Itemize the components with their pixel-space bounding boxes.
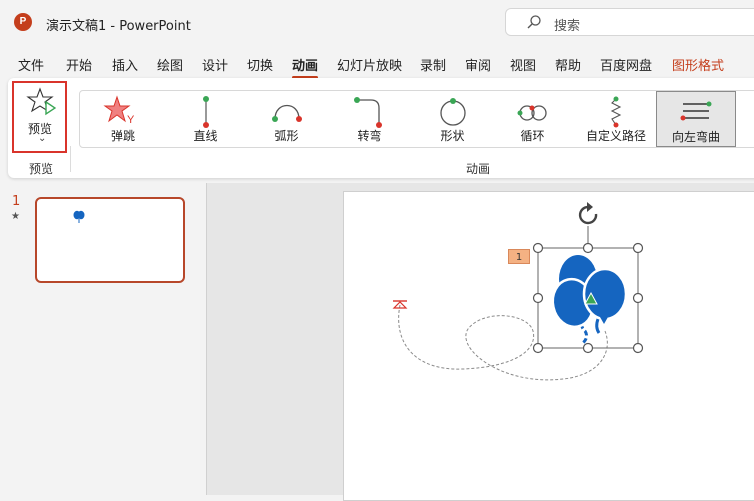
search-box[interactable]: 搜索 [505, 8, 754, 36]
resize-handle-top-left[interactable] [532, 242, 544, 254]
loop-path-icon [517, 105, 547, 121]
slide-number: 1 [12, 194, 21, 209]
search-placeholder: 搜索 [554, 19, 581, 34]
path-end-marker-icon [584, 291, 598, 305]
tab-review[interactable]: 审阅 [465, 59, 492, 74]
search-icon [527, 15, 541, 29]
path-label-loop: 循环 [520, 129, 545, 143]
arc-path-icon [271, 104, 302, 122]
path-shape[interactable]: 形状 [425, 91, 480, 147]
tab-view[interactable]: 视图 [510, 59, 537, 74]
path-loop[interactable]: 循环 [505, 91, 560, 147]
thumbnail-balloon-icon [73, 210, 85, 223]
tab-baidu-netdisk[interactable]: 百度网盘 [600, 59, 653, 74]
resize-handle-bottom[interactable] [582, 342, 594, 354]
resize-handle-bottom-left[interactable] [532, 342, 544, 354]
slide-thumbnail[interactable] [35, 197, 185, 283]
shape-path-icon [439, 98, 466, 126]
path-label-arc: 弧形 [274, 129, 299, 143]
slide-canvas[interactable] [343, 191, 754, 501]
resize-handle-top[interactable] [582, 242, 594, 254]
tab-file[interactable]: 文件 [18, 59, 45, 74]
path-label-curve-left: 向左弯曲 [671, 130, 720, 144]
path-label-custom: 自定义路径 [585, 129, 646, 143]
turn-path-icon [353, 97, 382, 128]
animation-star-icon: ★ [11, 211, 20, 222]
tab-shape-format[interactable]: 图形格式 [672, 59, 725, 74]
svg-text:Y: Y [127, 114, 135, 126]
tab-insert[interactable]: 插入 [112, 59, 139, 74]
pane-divider[interactable] [206, 183, 207, 495]
custom-path-icon [610, 96, 622, 128]
document-title: 演示文稿1 - PowerPoint [46, 19, 191, 34]
tab-help[interactable]: 帮助 [555, 59, 582, 74]
motion-paths-gallery: Y 弹跳 直线 弧形 转弯 形状 [79, 90, 754, 148]
line-path-icon [202, 96, 209, 128]
resize-handle-top-right[interactable] [632, 242, 644, 254]
curve-left-path-icon [680, 101, 712, 121]
path-turn[interactable]: 转弯 [342, 91, 397, 147]
path-arc[interactable]: 弧形 [259, 91, 314, 147]
path-label-turn: 转弯 [357, 129, 382, 143]
bounce-star-icon: Y [103, 95, 135, 126]
resize-handle-bottom-right[interactable] [632, 342, 644, 354]
animation-group-label: 动画 [466, 162, 491, 176]
ribbon-tabs: 文件 开始 插入 绘图 设计 切换 动画 幻灯片放映 录制 审阅 视图 帮助 百… [0, 46, 754, 79]
path-label-shape: 形状 [440, 129, 465, 143]
tab-record[interactable]: 录制 [420, 59, 447, 74]
powerpoint-logo-icon: P [14, 13, 32, 31]
path-start-marker-icon [392, 300, 408, 309]
preview-star-icon [26, 87, 56, 116]
balloons-graphic[interactable] [548, 255, 628, 345]
path-bounce[interactable]: Y 弹跳 [93, 91, 153, 147]
path-label-bounce: 弹跳 [110, 129, 135, 143]
ribbon-separator [70, 146, 71, 172]
dashed-motion-path[interactable] [398, 304, 608, 381]
tab-draw[interactable]: 绘图 [157, 59, 184, 74]
preview-button[interactable]: 预览 ⌄ [12, 81, 67, 153]
path-curve-left[interactable]: 向左弯曲 [656, 91, 736, 147]
rotate-handle-icon[interactable] [578, 202, 598, 243]
resize-handle-right[interactable] [632, 292, 644, 304]
path-label-line: 直线 [193, 129, 218, 143]
animation-order-tag[interactable]: 1 [508, 249, 530, 264]
motion-path-overlay[interactable] [343, 191, 754, 495]
tab-design[interactable]: 设计 [202, 59, 229, 74]
tab-home[interactable]: 开始 [66, 59, 93, 74]
preview-dropdown-chevron-icon: ⌄ [38, 133, 47, 144]
preview-label: 预览 [28, 122, 53, 136]
tab-slideshow[interactable]: 幻灯片放映 [337, 59, 403, 74]
tab-transitions[interactable]: 切换 [247, 59, 274, 74]
tab-animations[interactable]: 动画 [292, 55, 319, 79]
preview-group-label: 预览 [29, 162, 54, 176]
path-custom[interactable]: 自定义路径 [580, 91, 652, 147]
resize-handle-left[interactable] [532, 292, 544, 304]
path-line[interactable]: 直线 [178, 91, 233, 147]
